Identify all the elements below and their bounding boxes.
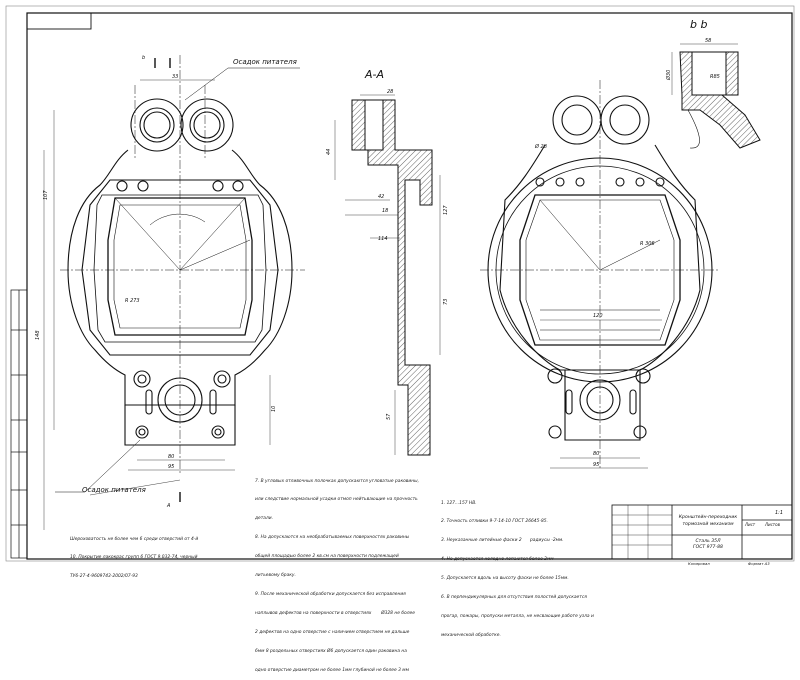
note-line: общей площадью более 2 кв.см на поверхно… (255, 554, 399, 560)
svg-text:44: 44 (326, 149, 332, 155)
feeder-leader-label-bottom: Осадок питателя (82, 486, 146, 494)
svg-text:Ø 28: Ø 28 (534, 143, 547, 150)
note-line: одно отверстие диаметром не более 1мм гл… (255, 667, 409, 673)
svg-text:114: 114 (378, 236, 388, 242)
svg-text:R85: R85 (710, 74, 720, 80)
sheet-label: Лист (745, 522, 756, 527)
svg-text:80: 80 (168, 454, 174, 460)
note-line: 9. После механической обработки допускае… (255, 591, 406, 597)
section-a-a-dimensions: 28 44 42 18 114 127 73 57 (326, 89, 449, 420)
svg-text:80: 80 (593, 451, 599, 457)
section-b-b-title: b b (690, 18, 707, 31)
svg-text:R 306: R 306 (640, 241, 655, 247)
format-label: Формат А3 (748, 561, 770, 566)
note-line: 7. В угловых отливочных полочках допуска… (255, 478, 419, 484)
note-line: литьевому браку. (255, 573, 296, 579)
svg-text:Ø30: Ø30 (665, 70, 672, 81)
note-line: 6мм 8 роздельных отверстиях Ø6 допускает… (255, 648, 407, 654)
note-line: или следствие нормальной усадки отмоп не… (255, 497, 418, 503)
svg-text:10: 10 (271, 406, 277, 412)
svg-text:18: 18 (382, 208, 388, 214)
svg-text:57: 57 (386, 413, 392, 420)
leader-lines (55, 67, 300, 493)
note-line: 2 дефектов на одно отверстие с наличием … (255, 629, 410, 635)
svg-text:58: 58 (705, 38, 711, 44)
section-b-b-view (671, 43, 761, 149)
notes-left-block: Шероховатость не более чем 6 среди отвер… (70, 524, 198, 587)
svg-text:95: 95 (593, 462, 599, 468)
front-view-dimensions: 33 107 148 80 95 10 R 273 (35, 74, 277, 470)
note-line: Шероховатость не более чем 6 среди отвер… (70, 536, 199, 542)
note-line: наплывов дефектов на поверхности в отвер… (255, 610, 415, 616)
svg-text:28: 28 (387, 89, 393, 95)
svg-text:107: 107 (43, 190, 49, 200)
inner-frame (26, 12, 793, 560)
notes-middle-block: 7. В угловых отливочных полочках допуска… (255, 466, 419, 680)
svg-text:95: 95 (168, 464, 174, 470)
svg-text:148: 148 (35, 330, 41, 340)
cut-mark-a-label: A (166, 503, 171, 509)
title-block-grid (611, 504, 793, 560)
note-line: ТУ6-27-4-9609743-2002/07-93 (70, 574, 138, 580)
cut-mark-b-label: b (142, 55, 145, 61)
top-left-stamp-box (26, 12, 92, 30)
svg-text:42: 42 (378, 194, 384, 200)
note-line: 1. 127...157 HB. (441, 500, 477, 506)
part-material: Сталь 35Л ГОСТ 977-88 (693, 539, 723, 550)
scale-value: 1:1 (775, 510, 784, 516)
note-line: 10. Покрытие лакокрас групп 6 ГОСТ 9.032… (70, 555, 198, 561)
note-line: прогар, пожары, пропуски металла, не нес… (441, 613, 594, 619)
note-line: 5. Допускается вдоль на высоту фаски не … (441, 576, 569, 582)
note-line: 4. Не допускается холодно лопаются более… (441, 557, 554, 563)
note-line: 8. На допускаются на необрабатываемых по… (255, 535, 410, 541)
rear-view (480, 80, 720, 470)
svg-text:33: 33 (172, 74, 178, 80)
note-line: 6. В перпендикулярных для отсутствия пол… (441, 595, 587, 601)
note-line: детали. (255, 516, 274, 522)
left-margin-table (10, 289, 28, 559)
sheets-label: Листов (765, 522, 780, 527)
svg-text:127: 127 (443, 205, 449, 215)
drawing-sheet: 33 107 148 80 95 10 R 273 A b 28 44 42 1… (5, 5, 795, 562)
note-line: 3. Неуказанные литейные фаски 2 радиусы … (441, 538, 564, 544)
section-a-a-title: A-A (364, 68, 384, 81)
section-a-a-view (334, 94, 441, 456)
svg-text:R 273: R 273 (125, 298, 140, 304)
feeder-leader-label-top: Осадок питателя (233, 58, 297, 66)
note-line: 2. Точность отливки 9-7-14-10 ГОСТ 26645… (441, 519, 548, 525)
outer-border (5, 5, 795, 562)
section-b-b-dimensions: 58 Ø30 R85 (665, 38, 720, 81)
part-name: Кронштейн-переходник тормозной механизм (678, 515, 738, 527)
note-line: механической обработке. (441, 632, 501, 638)
front-view (43, 55, 305, 530)
rear-view-dimensions: 120 80 95 R 306 Ø 28 (534, 143, 655, 468)
svg-text:120: 120 (593, 313, 603, 319)
svg-text:73: 73 (443, 299, 449, 305)
copied-label: Копировал (688, 561, 710, 566)
